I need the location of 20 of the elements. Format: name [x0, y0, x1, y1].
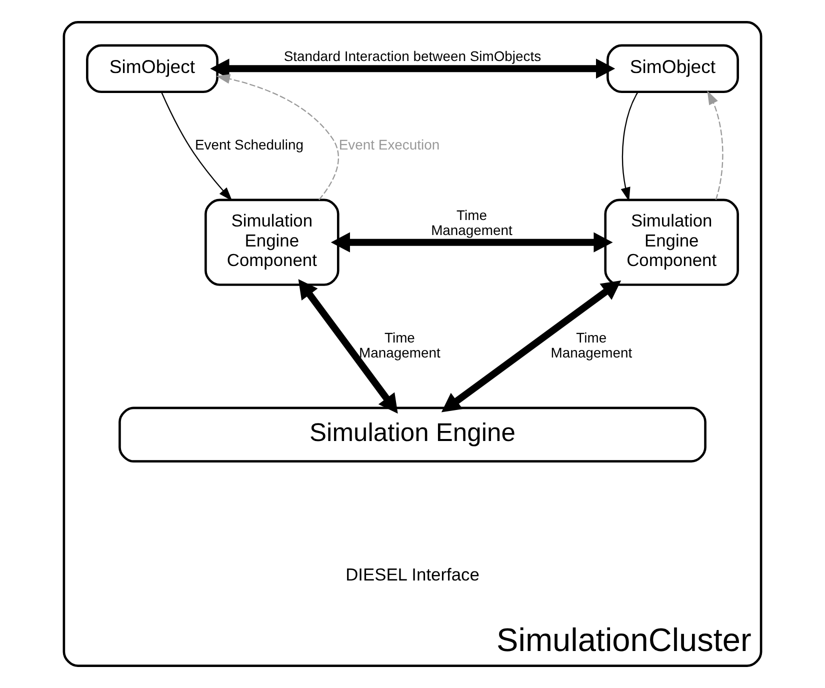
- edge-label: Standard Interaction between SimObjects: [284, 48, 542, 64]
- edge-label: Event Scheduling: [195, 136, 304, 153]
- node-box: Simulation Engine: [118, 406, 706, 463]
- edge-label: Time Management: [550, 329, 632, 360]
- arrow: [298, 279, 398, 414]
- arrow: [707, 90, 724, 200]
- edge-label: Event Execution: [338, 136, 440, 153]
- node-box: Simulation Engine Component: [604, 198, 739, 286]
- label: DIESEL Interface: [346, 564, 480, 584]
- node-box: SimObject: [606, 44, 739, 94]
- arrow: [160, 92, 232, 202]
- arrow: [210, 58, 616, 79]
- edge-label: Time Management: [431, 206, 512, 238]
- arrow: [216, 74, 339, 200]
- arrow: [441, 280, 622, 412]
- arrow: [620, 92, 638, 202]
- node-box: Simulation Engine Component: [204, 198, 340, 286]
- arrow: [330, 232, 613, 252]
- edge-label: Time Management: [359, 329, 440, 360]
- node-box: SimObject: [86, 44, 218, 94]
